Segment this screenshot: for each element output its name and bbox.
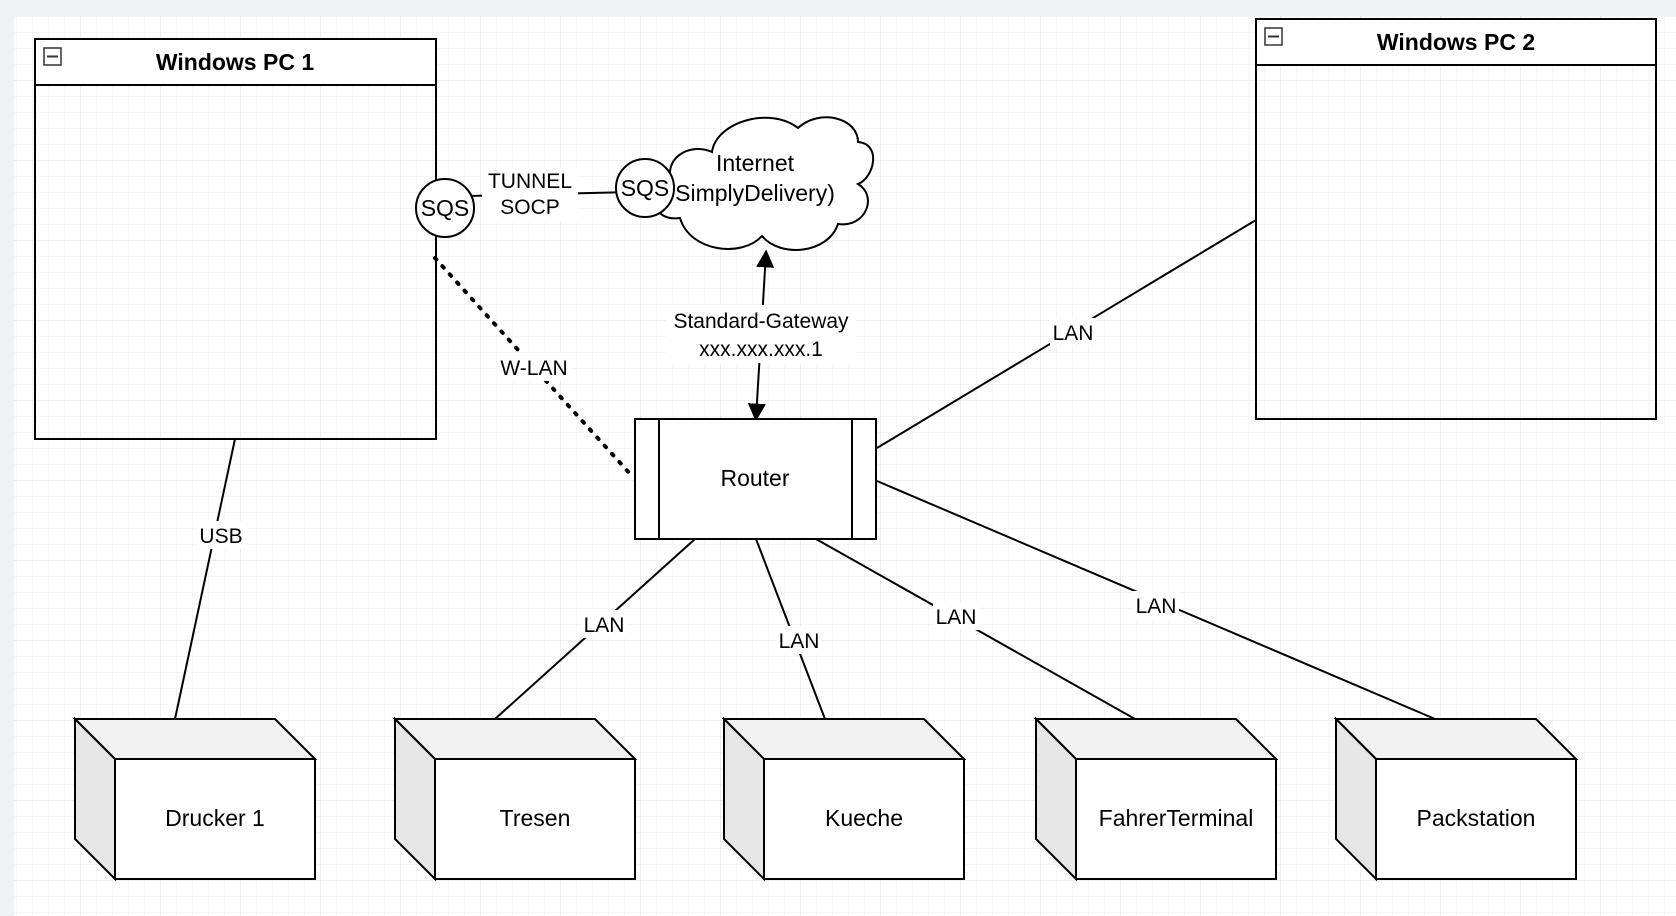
device-label: FahrerTerminal xyxy=(1099,805,1254,831)
edge-label-text: LAN xyxy=(584,614,625,637)
device-label: Tresen xyxy=(500,805,571,831)
edge-label-text: LAN xyxy=(1136,595,1177,618)
tunnel-label: TUNNEL SOCP xyxy=(482,168,578,222)
container-title: Windows PC 2 xyxy=(1377,29,1535,55)
edge-label-usb: USB xyxy=(196,521,246,549)
sqs-node-right[interactable]: SQS xyxy=(615,158,675,218)
container-windows-pc-1[interactable]: Windows PC 1 xyxy=(34,38,437,440)
container-title: Windows PC 1 xyxy=(156,49,314,75)
sqs-label: SQS xyxy=(621,175,670,201)
device-kueche[interactable]: Kueche xyxy=(721,716,967,882)
container-windows-pc-2[interactable]: Windows PC 2 xyxy=(1255,18,1657,420)
gateway-label: Standard-Gateway xxx.xxx.xxx.1 xyxy=(666,305,856,363)
edge-label-wlan: W-LAN xyxy=(497,353,571,381)
device-drucker-1[interactable]: Drucker 1 xyxy=(72,716,318,882)
sqs-label: SQS xyxy=(421,195,470,221)
edge-label-text: LAN xyxy=(1053,322,1094,345)
edge-label-text: W-LAN xyxy=(500,357,567,380)
device-label: Packstation xyxy=(1417,805,1536,831)
device-packstation[interactable]: Packstation xyxy=(1333,716,1579,882)
edge-label-lan-packstation: LAN xyxy=(1133,591,1179,619)
collapse-icon[interactable] xyxy=(43,47,62,66)
gateway-label-line2: xxx.xxx.xxx.1 xyxy=(699,338,823,361)
edge-label-lan-kueche: LAN xyxy=(776,626,822,654)
device-fahrerterminal[interactable]: FahrerTerminal xyxy=(1033,716,1279,882)
cloud-label-line2: SimplyDelivery) xyxy=(675,180,835,206)
edge-label-lan-fahrer: LAN xyxy=(933,602,979,630)
tunnel-label-line2: SOCP xyxy=(500,196,560,219)
tunnel-label-line1: TUNNEL xyxy=(488,170,572,193)
edge-label-lan-pc2: LAN xyxy=(1050,318,1096,346)
edge-label-text: USB xyxy=(199,525,242,548)
cloud-label-line1: Internet xyxy=(716,150,795,176)
edge-label-text: LAN xyxy=(779,630,820,653)
router-label: Router xyxy=(720,465,789,491)
gateway-label-line1: Standard-Gateway xyxy=(673,310,849,333)
edge-label-text: LAN xyxy=(936,606,977,629)
device-label: Kueche xyxy=(825,805,903,831)
sqs-node-left[interactable]: SQS xyxy=(415,178,475,238)
edge-usb[interactable] xyxy=(174,438,236,720)
collapse-icon[interactable] xyxy=(1264,27,1283,46)
device-label: Drucker 1 xyxy=(165,805,265,831)
router-node[interactable]: Router xyxy=(634,418,877,540)
edge-label-lan-tresen: LAN xyxy=(581,610,627,638)
cloud-internet[interactable]: Internet SimplyDelivery) xyxy=(654,116,875,251)
device-tresen[interactable]: Tresen xyxy=(392,716,638,882)
